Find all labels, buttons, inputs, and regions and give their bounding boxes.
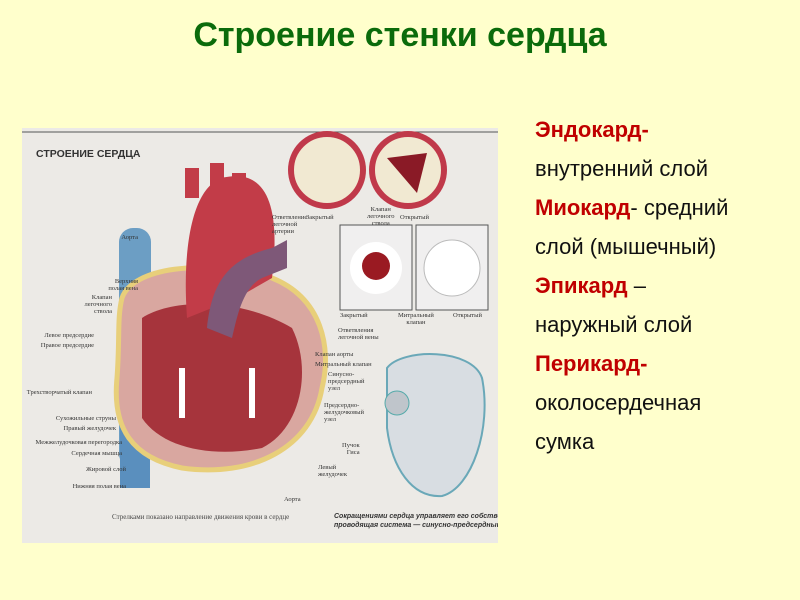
label-open-1: Открытый bbox=[400, 214, 429, 221]
figure-caption: Стрелками показано направление движения … bbox=[112, 513, 290, 521]
pulmonary-artery bbox=[207, 240, 287, 338]
layer-endocardium-term: Эндокард- bbox=[535, 117, 649, 142]
label-chordae: Сухожильные струны bbox=[55, 415, 116, 422]
label-mitral-valve: Митральный клапан bbox=[315, 361, 372, 368]
conduction-heart bbox=[386, 353, 486, 498]
label-fat-layer: Жировой слой bbox=[85, 466, 126, 473]
label-aorta-bottom: Аорта bbox=[284, 496, 301, 503]
label-open-2: Открытый bbox=[453, 312, 482, 319]
layer-endocardium-desc: внутренний слой bbox=[535, 156, 708, 181]
label-av-node: Предсердно- желудочковый узел bbox=[324, 402, 365, 423]
heart-drawing bbox=[22, 131, 498, 498]
figure-heading: СТРОЕНИЕ СЕРДЦА bbox=[36, 148, 141, 160]
heart-layers-list: Эндокард- внутренний слой Миокард- средн… bbox=[535, 110, 728, 461]
layer-pericardium-term: Перикард- bbox=[535, 351, 648, 376]
layer-epicardium-term: Эпикард – bbox=[535, 273, 646, 298]
label-aorta: Аорта bbox=[121, 234, 138, 241]
label-closed-1: Закрытый bbox=[306, 214, 334, 221]
label-closed-2: Закрытый bbox=[340, 312, 368, 319]
label-left-ventricle: Левый желудочек bbox=[318, 464, 348, 478]
label-aortic-valve: Клапан аорты bbox=[315, 351, 354, 358]
label-inferior-vena-cava: Нижняя полая вена bbox=[72, 483, 126, 490]
label-his-bundle: Пучок Гиса bbox=[342, 442, 360, 456]
heart-structure-illustration: СТРОЕНИЕ СЕРДЦА Аорта Верхняя полая вена… bbox=[22, 128, 498, 543]
pulmonary-valve-closed bbox=[288, 131, 366, 209]
label-right-ventricle: Правый желудочек bbox=[63, 425, 116, 432]
label-tricuspid-valve: Трехстворчатый клапан bbox=[26, 389, 92, 396]
conduction-caption: Сокращениями сердца управляет его собств… bbox=[334, 513, 498, 529]
label-pulm-artery-branch: Ответвление легочной артерии bbox=[272, 214, 308, 235]
layer-pericardium-desc-2: сумка bbox=[535, 429, 595, 454]
label-sa-node: Синусно- предсердный узел bbox=[328, 371, 365, 392]
label-septum: Межжелудочковая перегородка bbox=[35, 439, 122, 446]
label-pulmonary-valve: Клапан легочного ствола bbox=[84, 294, 112, 315]
label-mitral-valve-top: Митральный клапан bbox=[398, 312, 434, 326]
label-left-atrium: Левое предсердие bbox=[44, 332, 94, 339]
slide-title: Строение стенки сердца bbox=[193, 16, 607, 54]
label-superior-vena-cava: Верхняя полая вена bbox=[108, 278, 138, 292]
layer-pericardium-desc-1: околосердечная bbox=[535, 390, 702, 415]
layer-myocardium-term: Миокард- средний bbox=[535, 195, 729, 220]
label-right-atrium: Правое предсердие bbox=[40, 342, 94, 349]
label-pulm-valve-right: Клапан легочного ствола bbox=[367, 206, 395, 227]
label-heart-muscle: Сердечная мышца bbox=[71, 450, 122, 457]
layer-epicardium-desc: наружный слой bbox=[535, 312, 693, 337]
layer-myocardium-desc: слой (мышечный) bbox=[535, 234, 717, 259]
label-pulm-vein-branches: Ответвления легочной вены bbox=[338, 327, 379, 341]
